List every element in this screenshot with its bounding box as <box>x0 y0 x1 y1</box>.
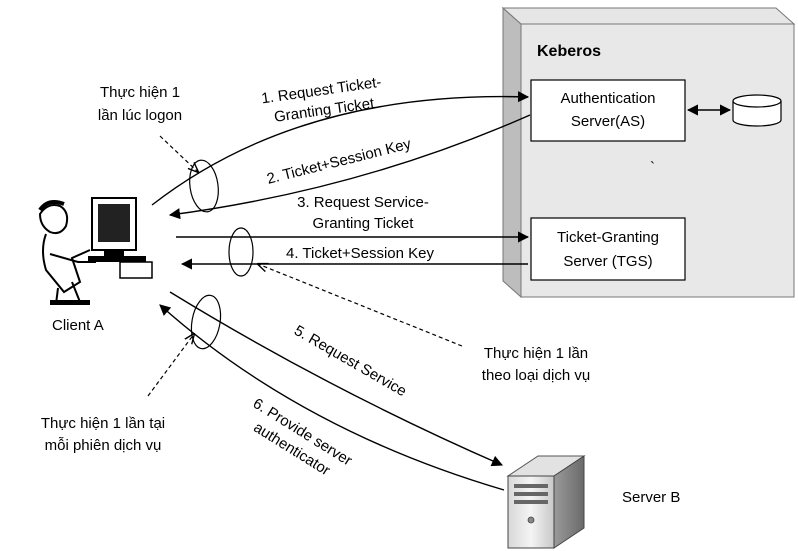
pointer-service-type <box>258 264 463 347</box>
note-session-line1: Thực hiện 1 lần tại <box>41 415 165 432</box>
arrow-request-tgt <box>151 91 530 206</box>
exchange-ellipse-1 <box>189 159 219 213</box>
arrow-ticket-session-key-1 <box>168 114 531 220</box>
note-logon-line2: lần lúc logon <box>98 107 182 124</box>
message-4-label: 4. Ticket+Session Key <box>286 245 434 262</box>
tgs-label-line1: Ticket-Granting <box>557 229 659 246</box>
note-service-type-line1: Thực hiện 1 lần <box>484 345 588 362</box>
arrow-request-service <box>169 291 504 467</box>
stray-mark: ` <box>650 159 655 176</box>
note-session-line2: mỗi phiên dịch vụ <box>45 437 162 454</box>
server-icon <box>506 455 586 549</box>
as-label-line2: Server(AS) <box>571 113 645 130</box>
exchange-ellipse-3 <box>190 294 222 350</box>
pointer-session <box>147 334 194 397</box>
exchange-ellipse-2 <box>228 227 254 277</box>
pointer-logon <box>159 135 198 172</box>
message-3-line2: Granting Ticket <box>313 215 415 232</box>
message-5-label: 5. Request Service <box>291 322 409 400</box>
note-logon-line1: Thực hiện 1 <box>100 84 180 101</box>
kerberos-title: Keberos <box>537 43 601 60</box>
authentication-server-box <box>530 79 686 142</box>
client-a-label: Client A <box>52 317 104 334</box>
message-3-line1: 3. Request Service- <box>297 194 429 211</box>
message-2-label: 2. Ticket+Session Key <box>265 135 413 187</box>
ticket-granting-server-box <box>530 217 686 281</box>
note-service-type-line2: theo loại dịch vụ <box>482 367 590 384</box>
as-label-line1: Authentication <box>560 90 655 107</box>
client-user-icon <box>38 197 153 305</box>
server-b-label: Server B <box>622 489 680 506</box>
arrow-provide-authenticator <box>159 304 505 491</box>
tgs-label-line2: Server (TGS) <box>563 253 652 270</box>
database-icon <box>732 94 782 127</box>
